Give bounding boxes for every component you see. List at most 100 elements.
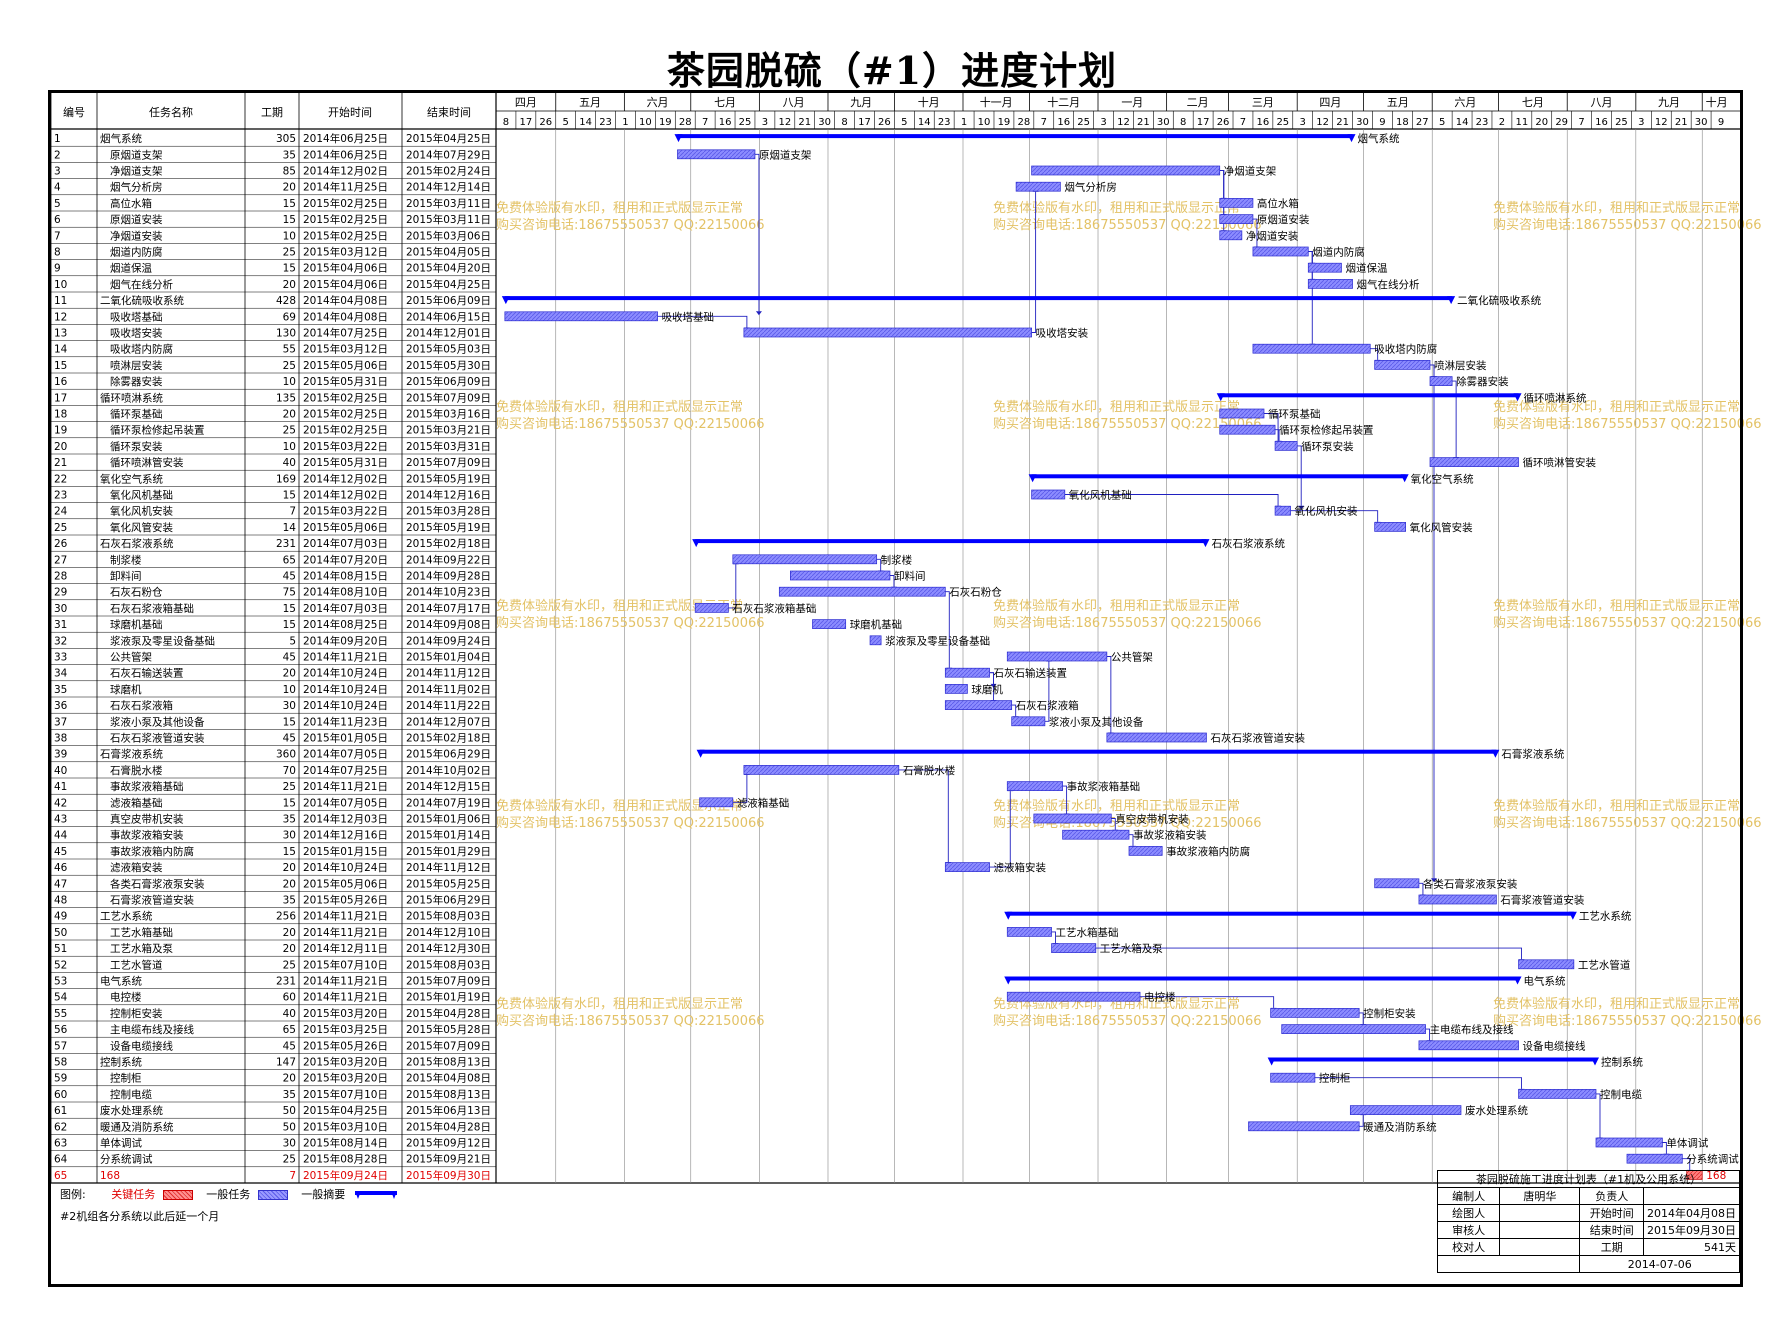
week-label: 9 — [1718, 117, 1724, 128]
bar-label: 除雾器安装 — [1456, 375, 1509, 388]
tb-label-start: 开始时间 — [1579, 1204, 1644, 1222]
week-label: 11 — [1515, 117, 1528, 128]
dependency-link — [1452, 380, 1457, 458]
task-bar — [1219, 424, 1276, 435]
cell-duration: 135 — [276, 392, 296, 404]
watermark-line2: 购买咨询电话:18675550537 QQ:22150066 — [1493, 815, 1762, 831]
cell-name: 控制电缆 — [110, 1088, 152, 1101]
cell-duration: 15 — [283, 619, 296, 631]
cell-duration: 15 — [283, 263, 296, 275]
month-label: 十月 — [918, 95, 940, 109]
bar-label: 循环泵检修起吊装置 — [1279, 424, 1374, 437]
task-bar — [1429, 457, 1519, 467]
cell-end: 2014年12月10日 — [406, 926, 491, 939]
dependency-link — [1140, 996, 1275, 1008]
week-label: 8 — [841, 117, 847, 128]
dependency-link — [1106, 656, 1112, 733]
cell-end: 2014年07月19日 — [406, 796, 491, 809]
watermark-line2: 购买咨询电话:18675550537 QQ:22150066 — [993, 615, 1262, 631]
week-label: 14 — [1456, 117, 1469, 128]
week-label: 9 — [1379, 117, 1385, 128]
bar-label: 高位水箱 — [1257, 197, 1299, 210]
task-bar — [1006, 651, 1108, 662]
week-label: 21 — [798, 117, 811, 128]
tb-label-drawer: 绘图人 — [1438, 1204, 1501, 1222]
summary-cap-end — [1447, 296, 1456, 305]
bar-label: 氧化风机基础 — [1069, 489, 1132, 502]
cell-duration: 20 — [283, 279, 296, 291]
task-bar — [743, 765, 900, 775]
task-bar — [1281, 1024, 1426, 1034]
week-label: 7 — [1041, 117, 1047, 128]
summary-cap-end — [1201, 539, 1210, 548]
cell-id: 19 — [54, 425, 67, 437]
cell-name: 氧化风管安装 — [110, 521, 173, 534]
cell-duration: 15 — [283, 198, 296, 210]
bar-label: 氧化风机安装 — [1295, 505, 1358, 518]
bar-label: 球磨机 — [971, 683, 1003, 696]
cell-start: 2015年05月31日 — [303, 375, 388, 388]
cell-end: 2015年03月21日 — [406, 424, 491, 437]
bar-label: 浆液小泵及其他设备 — [1049, 715, 1144, 728]
dependency-link — [1370, 348, 1379, 360]
cell-start: 2015年02月25日 — [303, 197, 388, 210]
cell-name: 工艺水箱及泵 — [110, 942, 173, 955]
bar-label: 原烟道安装 — [1257, 213, 1310, 226]
cell-name: 电气系统 — [100, 975, 142, 988]
title-block: 茶园脱硫施工进度计划表（#1机及公用系统） 编制人 唐明华 负责人 绘图人 开始… — [1437, 1170, 1740, 1273]
week-label: 25 — [739, 117, 752, 128]
cell-end: 2015年02月18日 — [406, 732, 491, 745]
cell-start: 2015年03月22日 — [303, 505, 388, 518]
tb-label-end: 结束时间 — [1579, 1221, 1644, 1239]
bar-label: 循环泵安装 — [1301, 440, 1354, 453]
cell-duration: 10 — [283, 230, 296, 242]
dependency-link — [898, 769, 949, 863]
watermark-line2: 购买咨询电话:18675550537 QQ:22150066 — [1493, 217, 1762, 233]
summary-cap-end — [1590, 1057, 1599, 1066]
cell-start: 2015年05月06日 — [303, 877, 388, 890]
watermark-line2: 购买咨询电话:18675550537 QQ:22150066 — [496, 815, 765, 831]
task-bar — [504, 311, 658, 322]
week-label: 26 — [1217, 117, 1230, 128]
cell-start: 2015年05月31日 — [303, 456, 388, 469]
cell-id: 58 — [54, 1057, 67, 1069]
cell-start: 2015年02月25日 — [303, 213, 388, 226]
cell-name: 浆液泵及零星设备基础 — [110, 634, 215, 647]
cell-end: 2015年05月28日 — [406, 1023, 491, 1036]
cell-end: 2015年05月25日 — [406, 877, 491, 890]
cell-end: 2015年01月04日 — [406, 651, 491, 664]
cell-start: 2015年03月20日 — [303, 1007, 388, 1020]
cell-name: 石膏脱水楼 — [110, 764, 163, 777]
task-bar — [694, 603, 729, 613]
cell-name: 电控楼 — [110, 991, 142, 1004]
bar-label: 暖通及消防系统 — [1363, 1120, 1437, 1133]
cell-duration: 60 — [283, 992, 296, 1004]
cell-duration: 69 — [283, 311, 296, 323]
week-label: 14 — [918, 117, 931, 128]
bar-label: 事故浆液箱基础 — [1067, 780, 1141, 793]
cell-start: 2014年10月24日 — [303, 699, 388, 712]
page-title: 茶园脱硫（#1）进度计划 — [666, 48, 1118, 93]
timeline-header: 四月五月六月七月八月九月十月十一月十二月一月二月三月四月五月六月七月八月九月十月… — [503, 93, 1728, 129]
bar-label: 烟气系统 — [1358, 132, 1400, 145]
dependency-link — [889, 575, 895, 587]
task-bar — [1015, 181, 1061, 192]
cell-id: 28 — [54, 571, 67, 583]
cell-id: 20 — [54, 441, 67, 453]
bar-label: 公共管架 — [1111, 651, 1153, 664]
cell-start: 2015年02月25日 — [303, 391, 388, 404]
cell-duration: 10 — [283, 684, 296, 696]
cell-end: 2015年01月29日 — [406, 845, 491, 858]
bar-label: 原烟道支架 — [759, 148, 812, 161]
cell-name: 原烟道安装 — [110, 213, 163, 226]
bar-label: 制浆楼 — [881, 553, 913, 566]
cell-end: 2014年09月22日 — [406, 553, 491, 566]
month-label: 三月 — [1252, 96, 1274, 109]
legend-summary-label: 一般摘要 — [301, 1188, 346, 1201]
week-label: 16 — [1257, 117, 1270, 128]
month-label: 二月 — [1187, 96, 1209, 109]
cell-duration: 35 — [283, 895, 296, 907]
cell-id: 51 — [54, 943, 67, 955]
bar-label: 净烟道安装 — [1246, 229, 1299, 242]
week-label: 21 — [1336, 117, 1349, 128]
